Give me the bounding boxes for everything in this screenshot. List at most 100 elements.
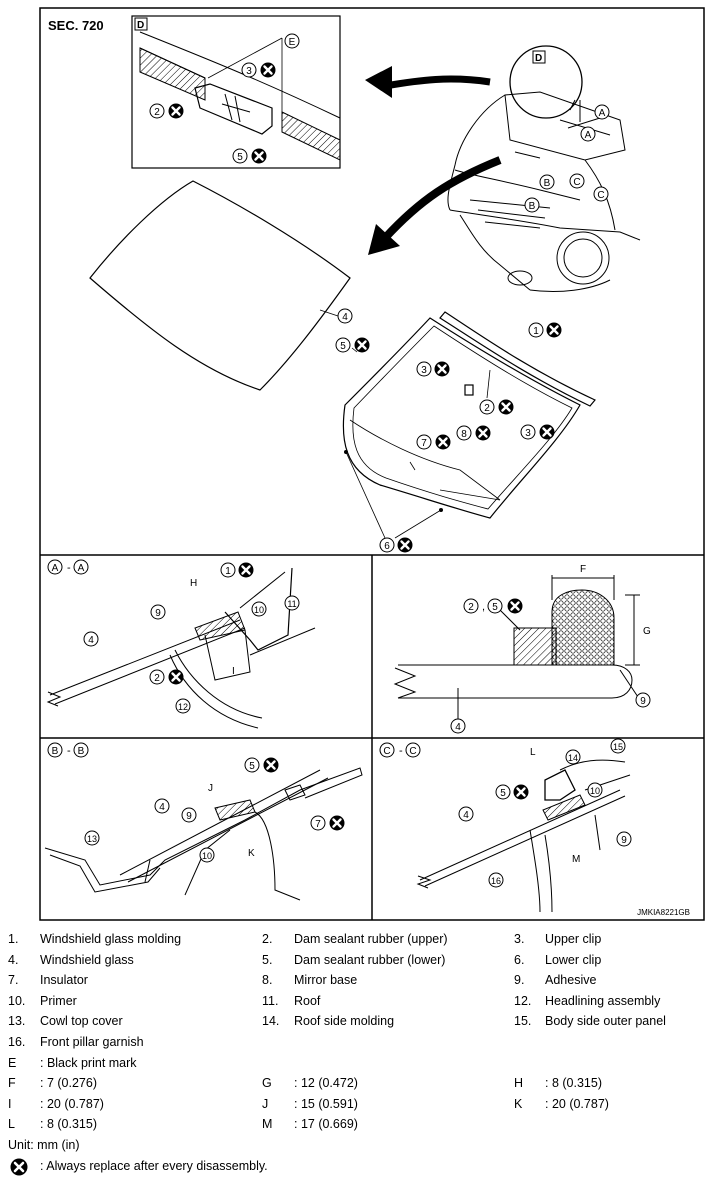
legend-part-label: Insulator <box>40 973 88 988</box>
legend-part-label: Windshield glass <box>40 952 134 967</box>
svg-text:10: 10 <box>590 786 600 796</box>
svg-text:B: B <box>544 178 551 189</box>
legend-dimension-key: I <box>8 1096 12 1111</box>
svg-text:J: J <box>208 783 213 794</box>
svg-text:10: 10 <box>254 605 264 615</box>
legend-part-number: 9. <box>514 973 525 988</box>
svg-text:B: B <box>78 746 85 757</box>
legend-dimension-key: G <box>262 1076 272 1091</box>
legend-part-label: Roof <box>294 993 321 1008</box>
svg-text:5: 5 <box>249 761 255 772</box>
legend-dimension-key: H <box>514 1076 524 1091</box>
svg-text:4: 4 <box>88 635 94 646</box>
svg-text:2: 2 <box>484 403 490 414</box>
svg-text:C: C <box>383 746 390 757</box>
svg-text:D: D <box>137 20 144 31</box>
legend-part-label: Windshield glass molding <box>40 932 182 946</box>
legend-part-label: Primer <box>40 993 77 1008</box>
windshield-glass-outline <box>89 180 351 391</box>
svg-text:1: 1 <box>225 566 231 577</box>
legend-dimension-key: M <box>262 1117 273 1132</box>
legend-part-number: 1. <box>8 932 19 946</box>
svg-text:8: 8 <box>461 429 467 440</box>
legend-part-number: 12. <box>514 993 532 1008</box>
svg-text:4: 4 <box>455 722 461 733</box>
replace-symbol-icon <box>10 1158 28 1176</box>
legend-part-label: Dam sealant rubber (upper) <box>294 932 448 946</box>
svg-text:3: 3 <box>525 428 531 439</box>
svg-text:E: E <box>289 37 296 48</box>
svg-text:-: - <box>67 745 71 757</box>
legend-dimension-value: : 12 (0.472) <box>294 1076 358 1091</box>
legend-part-label: Front pillar garnish <box>40 1035 144 1049</box>
svg-text:10: 10 <box>202 851 212 861</box>
replace-note: : Always replace after every disassembly… <box>40 1158 268 1173</box>
section-label: SEC. 720 <box>48 18 104 33</box>
svg-text:A: A <box>599 108 606 119</box>
legend-part-number: 7. <box>8 973 19 988</box>
legend-part-number: 3. <box>514 932 525 946</box>
legend: 1. Windshield glass molding 2. Dam sealant … <box>0 926 715 1189</box>
svg-text:1: 1 <box>533 326 539 337</box>
legend-part-label: Roof side molding <box>294 1014 395 1029</box>
legend-dimension-key: J <box>262 1096 269 1111</box>
legend-dimension-value: : 15 (0.591) <box>294 1096 358 1111</box>
svg-text:9: 9 <box>621 835 627 846</box>
svg-text:C: C <box>409 746 416 757</box>
svg-text:2: 2 <box>468 602 474 613</box>
legend-dimension-value: : 17 (0.669) <box>294 1117 358 1132</box>
legend-mark-value: : Black print mark <box>40 1055 137 1070</box>
svg-text:G: G <box>643 626 651 637</box>
unit-label: Unit: mm (in) <box>8 1138 80 1152</box>
svg-text:2: 2 <box>154 673 160 684</box>
legend-part-number: 2. <box>262 932 273 946</box>
svg-text:9: 9 <box>155 608 161 619</box>
svg-text:11: 11 <box>287 599 296 609</box>
svg-text:7: 7 <box>315 819 321 830</box>
legend-part-number: 11. <box>262 993 279 1008</box>
car-sketch: D <box>447 45 641 292</box>
svg-text:F: F <box>580 564 586 575</box>
svg-text:-: - <box>399 745 403 757</box>
svg-text:16: 16 <box>491 876 501 886</box>
svg-text:A: A <box>585 130 592 141</box>
legend-part-number: 15. <box>514 1014 532 1029</box>
inset-callouts: E 3 2 5 <box>149 33 300 165</box>
svg-text:5: 5 <box>340 341 346 352</box>
svg-text:15: 15 <box>613 742 623 752</box>
svg-text:D: D <box>535 53 542 64</box>
svg-text:5: 5 <box>492 602 498 613</box>
svg-text:L: L <box>530 747 536 758</box>
view-c-c: C - C L M 14 15 5 10 4 9 16 <box>379 738 632 913</box>
legend-part-label: Dam sealant rubber (lower) <box>294 952 446 967</box>
svg-text:3: 3 <box>246 66 252 77</box>
svg-text:-: - <box>67 562 71 574</box>
legend-dimension-key: F <box>8 1076 16 1091</box>
legend-dimension-key: K <box>514 1096 523 1111</box>
legend-part-number: 6. <box>514 952 525 967</box>
svg-text:4: 4 <box>342 312 348 323</box>
svg-text:5: 5 <box>500 788 506 799</box>
legend-dimension-key: L <box>8 1117 15 1132</box>
windshield-diagram: SEC. 720 D E 3 2 5 D <box>39 7 705 921</box>
svg-text:4: 4 <box>159 802 165 813</box>
legend-part-label: Cowl top cover <box>40 1014 123 1029</box>
svg-text:4: 4 <box>463 810 469 821</box>
legend-part-number: 14. <box>262 1014 280 1029</box>
svg-text:B: B <box>52 746 59 757</box>
svg-text:9: 9 <box>186 811 192 822</box>
svg-text:H: H <box>190 578 197 589</box>
svg-text:12: 12 <box>178 702 188 712</box>
legend-part-label: Adhesive <box>545 973 597 988</box>
legend-dimension-value: : 7 (0.276) <box>40 1076 97 1091</box>
legend-part-label: Upper clip <box>545 932 602 946</box>
legend-dimension-value: : 8 (0.315) <box>545 1076 602 1091</box>
legend-part-number: 13. <box>8 1014 26 1029</box>
svg-text:2: 2 <box>154 107 160 118</box>
svg-text:C: C <box>597 190 604 201</box>
svg-text:K: K <box>248 848 255 859</box>
svg-text:5: 5 <box>237 152 243 163</box>
svg-text:M: M <box>572 854 580 865</box>
detail-d-inset: D <box>131 15 341 169</box>
svg-text:14: 14 <box>568 753 578 763</box>
